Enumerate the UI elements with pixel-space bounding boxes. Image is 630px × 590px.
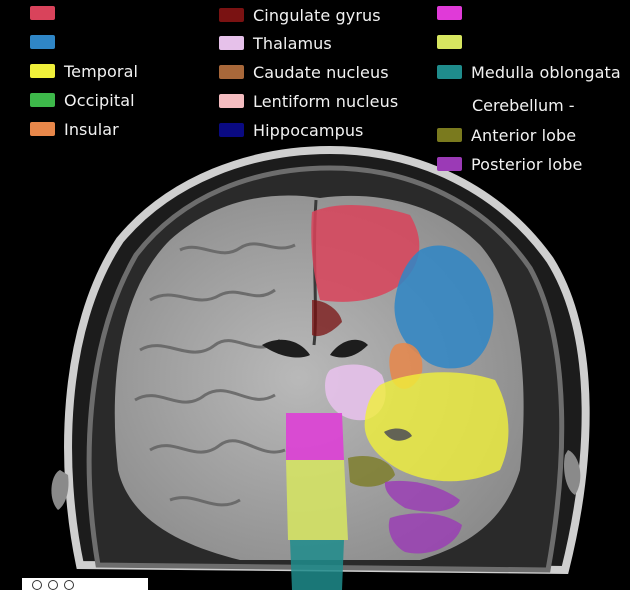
legend-item: Lentiform nucleus bbox=[219, 90, 398, 112]
legend-item: Posterior lobe bbox=[437, 153, 582, 175]
footer-dot-icon bbox=[32, 580, 42, 590]
parietal-region bbox=[394, 245, 494, 369]
legend-label: Lentiform nucleus bbox=[253, 91, 399, 111]
legend-swatch bbox=[219, 36, 244, 50]
legend-swatch bbox=[437, 128, 462, 142]
legend-label: Occipital bbox=[64, 90, 135, 110]
legend-swatch bbox=[437, 65, 462, 79]
legend-swatch bbox=[30, 122, 55, 136]
legend-item: Thalamus bbox=[219, 32, 332, 54]
legend-item bbox=[30, 31, 64, 53]
legend-swatch bbox=[219, 94, 244, 108]
legend-label: Medulla oblongata bbox=[471, 62, 621, 82]
legend-item bbox=[437, 31, 471, 53]
cerebellum-anterior-region bbox=[348, 455, 395, 487]
legend-item: Temporal bbox=[30, 60, 138, 82]
cingulate-region bbox=[312, 300, 342, 337]
cerebellum-heading: Cerebellum - bbox=[472, 96, 575, 115]
midbrain-region bbox=[286, 413, 344, 460]
legend-item: Hippocampus bbox=[219, 119, 364, 141]
legend-label: Temporal bbox=[64, 61, 139, 81]
footer-dot-icon bbox=[48, 580, 58, 590]
legend-item: Medulla oblongata bbox=[437, 61, 621, 83]
pons-region bbox=[286, 460, 348, 540]
legend-item: Cingulate gyrus bbox=[219, 4, 381, 26]
legend-swatch bbox=[30, 35, 55, 49]
cerebellum-posterior-region-lower bbox=[388, 513, 462, 554]
legend-label: Insular bbox=[64, 119, 119, 139]
legend-label: Thalamus bbox=[253, 33, 332, 53]
temporal-region bbox=[364, 372, 509, 482]
legend-item: Anterior lobe bbox=[437, 124, 576, 146]
legend-swatch bbox=[219, 8, 244, 22]
hippocampus-region bbox=[384, 428, 412, 441]
footer-dot-icon bbox=[64, 580, 74, 590]
legend-label: Caudate nucleus bbox=[253, 62, 389, 82]
frontal-region bbox=[311, 204, 420, 302]
legend-item: Caudate nucleus bbox=[219, 61, 389, 83]
legend-swatch bbox=[30, 64, 55, 78]
legend-item bbox=[437, 2, 471, 24]
legend-label: Posterior lobe bbox=[471, 154, 583, 174]
footer-strip bbox=[22, 578, 148, 590]
legend-swatch bbox=[30, 6, 55, 20]
legend-swatch bbox=[437, 6, 462, 20]
legend-item: Occipital bbox=[30, 89, 135, 111]
legend-item: Insular bbox=[30, 118, 119, 140]
legend-swatch bbox=[219, 123, 244, 137]
legend-swatch bbox=[437, 157, 462, 171]
legend-swatch bbox=[437, 35, 462, 49]
legend-swatch bbox=[30, 93, 55, 107]
legend-label: Anterior lobe bbox=[471, 125, 577, 145]
legend-label: Cingulate gyrus bbox=[253, 5, 381, 25]
cerebellum-posterior-region bbox=[384, 480, 460, 512]
legend-item bbox=[30, 2, 64, 24]
medulla-region bbox=[290, 540, 344, 590]
legend-swatch bbox=[219, 65, 244, 79]
legend-label: Hippocampus bbox=[253, 120, 364, 140]
